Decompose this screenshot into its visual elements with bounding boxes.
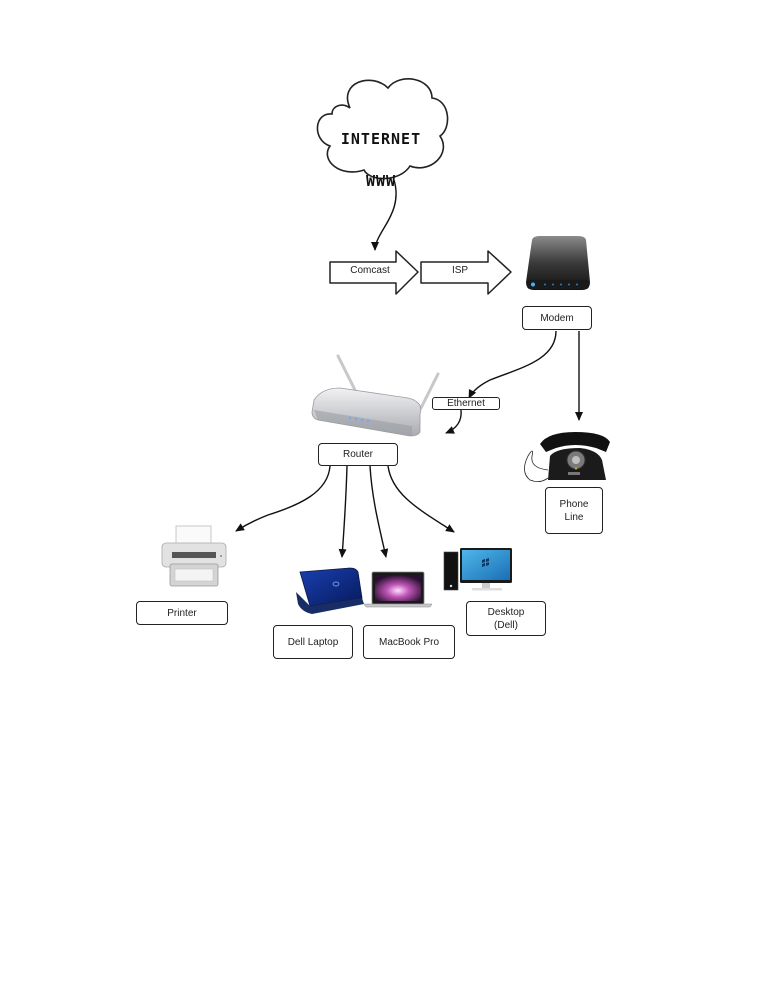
modem-icon bbox=[526, 236, 590, 290]
isp-label: ISP bbox=[451, 265, 469, 276]
laptop-icon bbox=[296, 567, 364, 614]
macbook-pro-node[interactable]: MacBook Pro bbox=[363, 625, 455, 659]
phone-line-node[interactable]: Phone Line bbox=[545, 487, 603, 534]
cloud-label: INTERNET WWW bbox=[334, 108, 428, 192]
edge-router-desktop bbox=[387, 465, 455, 533]
router-icon bbox=[311, 354, 440, 437]
telephone-icon bbox=[524, 432, 610, 482]
desktop-icon bbox=[443, 548, 512, 591]
edge-ethernet-router bbox=[445, 409, 462, 434]
edges bbox=[235, 179, 583, 558]
edge-router-dell-laptop bbox=[338, 465, 348, 558]
router-node[interactable]: Router bbox=[318, 443, 398, 466]
printer-icon bbox=[161, 525, 227, 587]
comcast-label: Comcast bbox=[350, 265, 390, 276]
cloud-line-2: WWW bbox=[365, 172, 397, 190]
cloud-line-1: INTERNET bbox=[340, 130, 422, 148]
edge-router-macbook bbox=[369, 465, 389, 558]
printer-node[interactable]: Printer bbox=[136, 601, 228, 625]
edge-modem-ethernet bbox=[468, 330, 557, 399]
modem-node[interactable]: Modem bbox=[522, 306, 592, 330]
macbook-icon bbox=[363, 571, 433, 608]
flow-arrow-comcast bbox=[329, 250, 419, 295]
internet-cloud bbox=[316, 78, 449, 180]
dell-laptop-node[interactable]: Dell Laptop bbox=[273, 625, 353, 659]
desktop-node[interactable]: Desktop (Dell) bbox=[466, 601, 546, 636]
flow-arrow-isp bbox=[420, 250, 512, 295]
edge-router-printer bbox=[235, 465, 331, 532]
ethernet-node[interactable]: Ethernet bbox=[432, 397, 500, 410]
edge-cloud-comcast bbox=[371, 179, 397, 251]
